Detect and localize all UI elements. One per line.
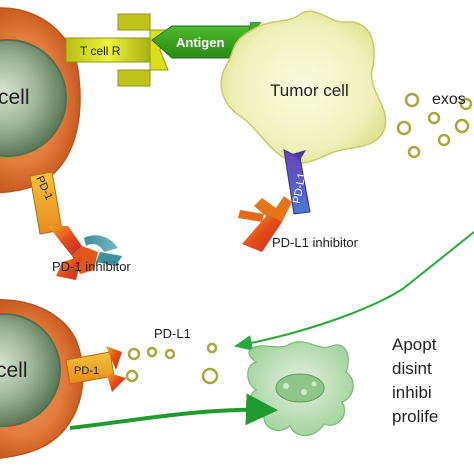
exosomes-bottom xyxy=(125,342,219,385)
outcome-line-2: disint xyxy=(392,359,432,378)
t-cell-receptor: T cell R xyxy=(65,13,169,87)
t-cell-bottom-label: cell xyxy=(0,359,28,382)
outcome-line-3: inhibi xyxy=(392,383,432,402)
pdl1-inhibitor-shape xyxy=(238,196,292,252)
t-cell-bottom-nucleus xyxy=(0,313,61,427)
pd1-inhibitor-shape xyxy=(48,226,122,280)
exosome-label: exos xyxy=(432,91,466,108)
arrow-exosome-to-tcell xyxy=(234,231,474,351)
pd1-bottom-label: PD-1 xyxy=(74,365,99,377)
antigen-label: Antigen xyxy=(176,35,224,50)
tumor-cell-label: Tumor cell xyxy=(270,81,349,100)
t-cell-receptor-label: T cell R xyxy=(80,44,121,58)
t-cell-top-label: cell xyxy=(0,86,30,109)
arrow-tcell-to-apoptosis xyxy=(69,393,278,430)
pdl1-inhibitor-label: PD-L1 inhibitor xyxy=(272,235,359,250)
tumor-cell: Tumor cell xyxy=(220,10,387,164)
exosomes-top xyxy=(396,92,473,159)
t-cell-bottom: cell xyxy=(0,299,84,459)
outcome-line-4: prolife xyxy=(392,407,438,426)
pdl1-tumor-label: PD-L1 xyxy=(291,172,308,205)
pd1-receptor-top: PD-1 xyxy=(29,171,63,235)
pdl1-exosome-label: PD-L1 xyxy=(154,326,191,341)
pd1-receptor-bottom: PD-1 xyxy=(65,346,126,392)
pd1-inhibitor-label: PD-1 inhibitor xyxy=(52,259,131,274)
pdl1-receptor-tumor: PD-L1 xyxy=(283,149,311,215)
t-cell-top: cell xyxy=(0,7,81,194)
outcome-line-1: Apopt xyxy=(392,335,437,354)
outcome-text: Apopt disint inhibi prolife xyxy=(392,335,438,426)
t-cell-top-nucleus xyxy=(0,39,67,157)
apoptotic-tumor-cell xyxy=(247,341,354,437)
